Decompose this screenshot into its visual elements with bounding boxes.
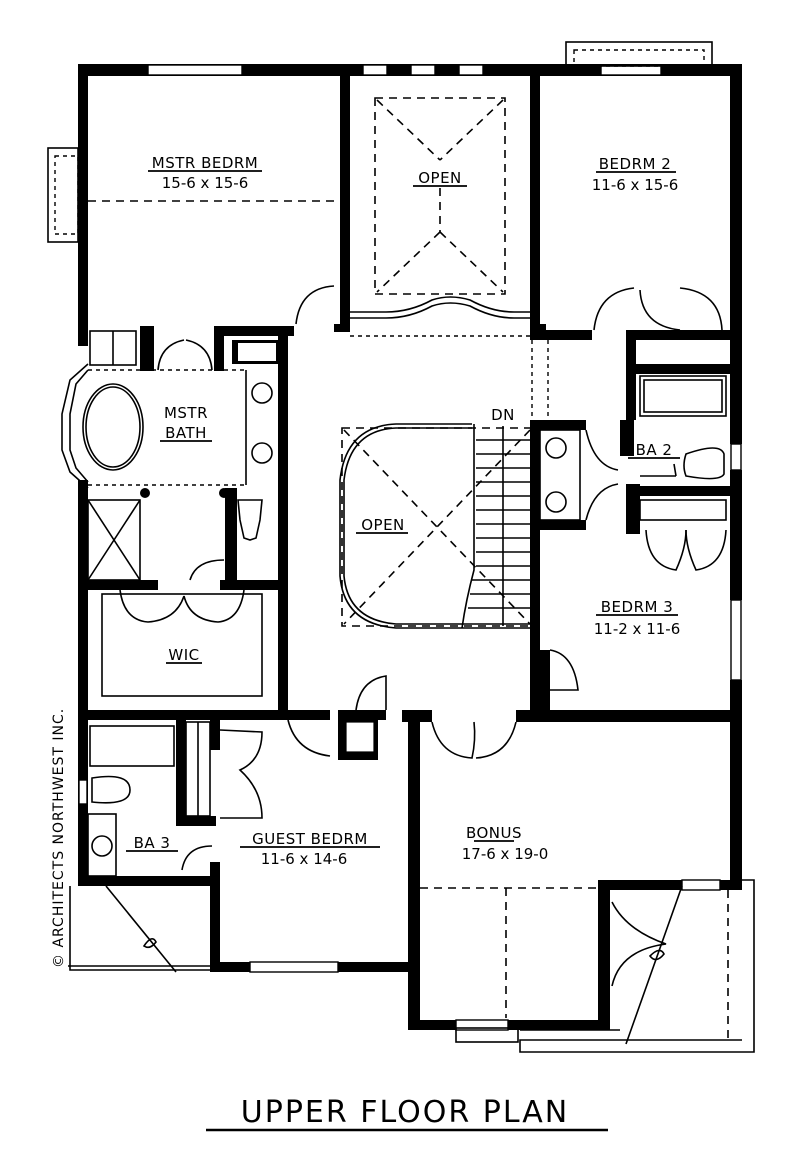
room-open-upper: OPEN [413, 169, 467, 187]
room-size: 15-6 x 15-6 [162, 174, 249, 192]
windows [47, 41, 742, 1031]
room-name: GUEST BEDRM [252, 830, 368, 848]
room-name: OPEN [418, 169, 462, 187]
room-name-line1: MSTR [164, 404, 208, 422]
open-to-below-upper [350, 97, 549, 420]
room-master-bedroom: MSTR BEDRM 15-6 x 15-6 [148, 154, 262, 192]
room-guest-bedroom: GUEST BEDRM 11-6 x 14-6 [240, 830, 380, 868]
plan-title-text: UPPER FLOOR PLAN [241, 1095, 569, 1130]
room-name: MSTR BEDRM [152, 154, 259, 172]
room-name: BONUS [466, 824, 522, 842]
stair-direction-label: DN [491, 406, 515, 424]
interior-walls [78, 64, 742, 882]
stair-and-open [339, 423, 533, 629]
room-bonus: BONUS 17-6 x 19-0 [462, 824, 549, 863]
copyright-credit: © ARCHITECTS NORTHWEST INC. [51, 708, 67, 968]
room-size: 17-6 x 19-0 [462, 845, 549, 863]
stair-treads [468, 426, 530, 626]
room-name: OPEN [361, 516, 405, 534]
room-labels: MSTR BEDRM 15-6 x 15-6 OPEN BEDRM 2 11-6… [88, 154, 680, 868]
room-open-stair: OPEN [356, 516, 408, 534]
exterior-walls [78, 64, 742, 1030]
fixtures [61, 285, 755, 1053]
room-name: BEDRM 3 [601, 598, 674, 616]
room-name: BA 3 [134, 834, 171, 852]
room-name: BA 2 [636, 441, 673, 459]
room-size: 11-6 x 14-6 [261, 850, 348, 868]
room-bedroom-3: BEDRM 3 11-2 x 11-6 [594, 598, 681, 638]
plan-title: UPPER FLOOR PLAN [206, 1095, 608, 1132]
room-walk-in-closet: WIC [166, 646, 202, 664]
room-bedroom-2: BEDRM 2 11-6 x 15-6 [592, 155, 679, 194]
room-bath-3: BA 3 [126, 834, 178, 852]
room-size: 11-6 x 15-6 [592, 176, 679, 194]
room-size: 11-2 x 11-6 [594, 620, 681, 638]
room-name: BEDRM 2 [599, 155, 672, 173]
room-name-line2: BATH [165, 424, 207, 442]
room-master-bath: MSTR BATH [160, 404, 212, 442]
room-bath-2: BA 2 [628, 441, 680, 459]
room-name: WIC [168, 646, 199, 664]
